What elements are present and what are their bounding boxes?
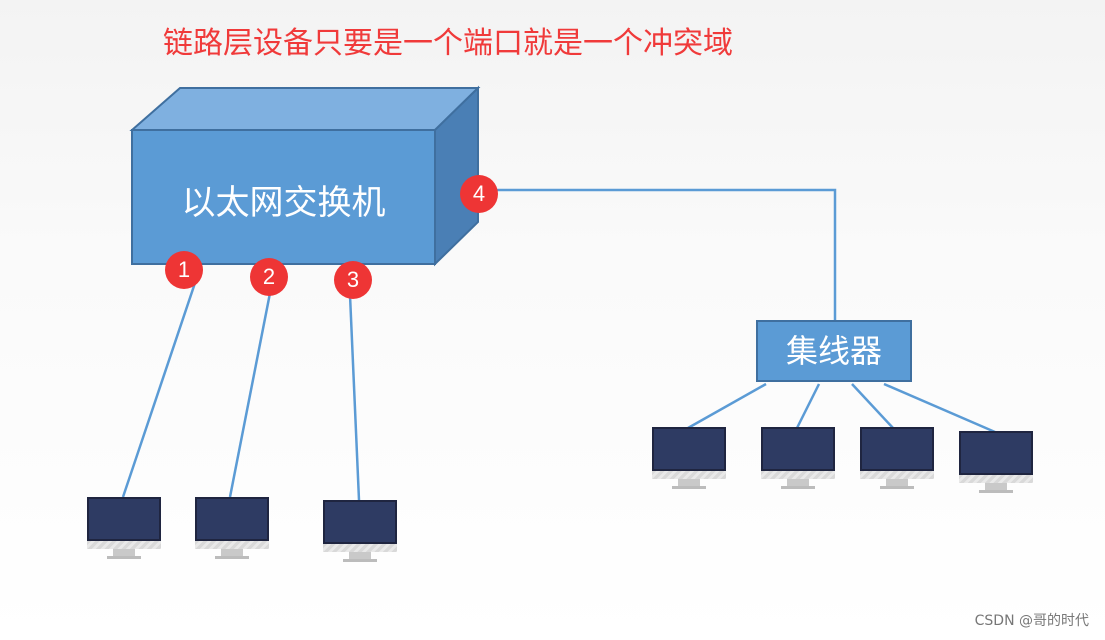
hub-label: 集线器 bbox=[785, 332, 882, 370]
computer-icon bbox=[761, 427, 835, 491]
port-badge-3: 3 bbox=[334, 261, 372, 299]
hub-link-4 bbox=[883, 382, 996, 434]
hub: 集线器 bbox=[756, 320, 912, 382]
port-badge-2: 2 bbox=[250, 258, 288, 296]
link-port-1 bbox=[121, 279, 198, 498]
computer-icon bbox=[860, 427, 934, 491]
computer-icon bbox=[195, 497, 269, 561]
switch-top-face bbox=[129, 87, 481, 131]
computer-icon bbox=[87, 497, 161, 561]
diagram-title: 链路层设备只要是一个端口就是一个冲突域 bbox=[163, 26, 733, 61]
hub-link-1 bbox=[687, 382, 767, 430]
computer-icon bbox=[652, 427, 726, 491]
switch-label: 以太网交换机 bbox=[181, 183, 386, 223]
port-badge-4: 4 bbox=[460, 175, 498, 213]
link-port-2 bbox=[228, 287, 273, 498]
watermark: CSDN @哥的时代 bbox=[974, 613, 1089, 629]
computer-icon bbox=[959, 431, 1033, 495]
hub-link-2 bbox=[795, 383, 821, 429]
port-badge-1: 1 bbox=[165, 251, 203, 289]
computer-icon bbox=[323, 500, 397, 564]
link-port-4-to-hub bbox=[497, 188, 837, 320]
hub-link-3 bbox=[851, 383, 894, 429]
switch-front-face bbox=[131, 129, 436, 265]
link-port-3 bbox=[348, 294, 361, 501]
